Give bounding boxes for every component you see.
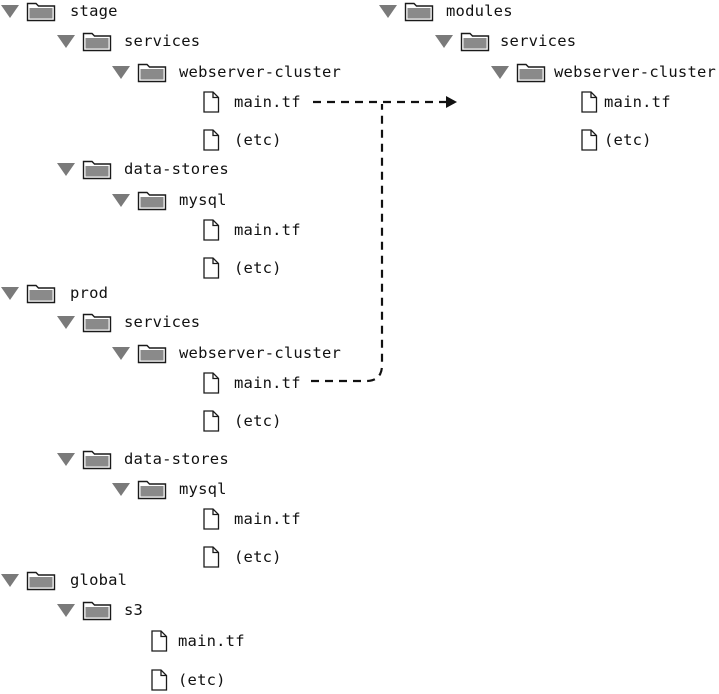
tree-node-stage-webserver-cluster[interactable]: webserver-cluster [111, 61, 341, 83]
folder-icon [137, 61, 167, 83]
tree-file-prod-mysql-main[interactable]: main.tf [202, 508, 301, 530]
expand-triangle-icon[interactable] [56, 33, 76, 49]
tree-node-stage-services[interactable]: services [56, 30, 200, 52]
expand-triangle-icon[interactable] [111, 481, 131, 497]
folder-label: stage [70, 2, 118, 20]
tree-node-modules-services[interactable]: services [434, 30, 576, 52]
file-label: (etc) [234, 131, 282, 149]
tree-node-stage-mysql[interactable]: mysql [111, 189, 227, 211]
file-icon [202, 508, 220, 530]
file-icon [202, 410, 220, 432]
folder-icon [82, 599, 112, 621]
tree-node-global[interactable]: global [0, 569, 127, 591]
expand-triangle-icon[interactable] [490, 64, 510, 80]
folder-label: services [500, 32, 577, 50]
folder-icon [82, 158, 112, 180]
tree-file-prod-webserver-etc[interactable]: (etc) [202, 410, 282, 432]
folder-icon [82, 30, 112, 52]
folder-label: webserver-cluster [554, 63, 717, 81]
folder-label: webserver-cluster [179, 344, 342, 362]
file-icon [202, 372, 220, 394]
tree-file-stage-webserver-main[interactable]: main.tf [202, 91, 301, 113]
tree-node-global-s3[interactable]: s3 [56, 599, 143, 621]
file-icon [202, 257, 220, 279]
folder-icon [26, 0, 56, 22]
folder-icon [82, 448, 112, 470]
tree-node-modules[interactable]: modules [378, 0, 513, 22]
file-label: main.tf [234, 374, 301, 392]
folder-label: prod [70, 284, 109, 302]
file-label: main.tf [234, 221, 301, 239]
prod-to-module-connector [311, 104, 384, 383]
file-icon [202, 129, 220, 151]
file-icon [202, 546, 220, 568]
expand-triangle-icon[interactable] [0, 572, 20, 588]
folder-icon [26, 282, 56, 304]
folder-icon [516, 61, 546, 83]
folder-label: services [124, 313, 201, 331]
expand-triangle-icon[interactable] [434, 33, 454, 49]
folder-label: s3 [124, 601, 144, 619]
file-label: (etc) [178, 671, 226, 689]
folder-label: services [124, 32, 201, 50]
tree-file-s3-main[interactable]: main.tf [150, 630, 245, 652]
tree-file-modules-webserver-etc[interactable]: (etc) [580, 129, 652, 151]
folder-label: global [70, 571, 128, 589]
file-icon [580, 91, 598, 113]
expand-triangle-icon[interactable] [56, 602, 76, 618]
tree-node-stage[interactable]: stage [0, 0, 118, 22]
file-label: (etc) [234, 259, 282, 277]
tree-node-prod-webserver-cluster[interactable]: webserver-cluster [111, 342, 341, 364]
file-icon [202, 219, 220, 241]
folder-icon [82, 311, 112, 333]
tree-node-modules-webserver-cluster[interactable]: webserver-cluster [490, 61, 716, 83]
expand-triangle-icon[interactable] [111, 192, 131, 208]
folder-icon [404, 0, 434, 22]
expand-triangle-icon[interactable] [56, 314, 76, 330]
file-label: main.tf [604, 93, 671, 111]
expand-triangle-icon[interactable] [111, 345, 131, 361]
folder-icon [137, 342, 167, 364]
file-label: main.tf [234, 510, 301, 528]
expand-triangle-icon[interactable] [56, 161, 76, 177]
folder-label: webserver-cluster [179, 63, 342, 81]
folder-icon [137, 189, 167, 211]
expand-triangle-icon[interactable] [0, 3, 20, 19]
tree-node-prod[interactable]: prod [0, 282, 108, 304]
file-label: main.tf [178, 632, 245, 650]
folder-icon [137, 478, 167, 500]
file-icon [150, 669, 168, 691]
tree-node-stage-data-stores[interactable]: data-stores [56, 158, 229, 180]
folder-label: data-stores [124, 160, 229, 178]
tree-file-modules-webserver-main[interactable]: main.tf [580, 91, 671, 113]
expand-triangle-icon[interactable] [378, 3, 398, 19]
folder-label: data-stores [124, 450, 229, 468]
tree-file-stage-mysql-etc[interactable]: (etc) [202, 257, 282, 279]
tree-node-prod-data-stores[interactable]: data-stores [56, 448, 229, 470]
tree-file-s3-etc[interactable]: (etc) [150, 669, 226, 691]
file-icon [150, 630, 168, 652]
tree-node-prod-mysql[interactable]: mysql [111, 478, 227, 500]
tree-file-stage-mysql-main[interactable]: main.tf [202, 219, 301, 241]
expand-triangle-icon[interactable] [0, 285, 20, 301]
expand-triangle-icon[interactable] [56, 451, 76, 467]
file-label: main.tf [234, 93, 301, 111]
tree-file-stage-webserver-etc[interactable]: (etc) [202, 129, 282, 151]
tree-file-prod-mysql-etc[interactable]: (etc) [202, 546, 282, 568]
expand-triangle-icon[interactable] [111, 64, 131, 80]
folder-label: mysql [179, 191, 227, 209]
folder-label: modules [446, 2, 513, 20]
file-label: (etc) [234, 412, 282, 430]
folder-label: mysql [179, 480, 227, 498]
file-label: (etc) [604, 131, 652, 149]
folder-icon [26, 569, 56, 591]
file-icon [202, 91, 220, 113]
arrowhead-icon [446, 96, 457, 108]
tree-file-prod-webserver-main[interactable]: main.tf [202, 372, 301, 394]
tree-node-prod-services[interactable]: services [56, 311, 200, 333]
file-label: (etc) [234, 548, 282, 566]
file-icon [580, 129, 598, 151]
folder-icon [460, 30, 490, 52]
